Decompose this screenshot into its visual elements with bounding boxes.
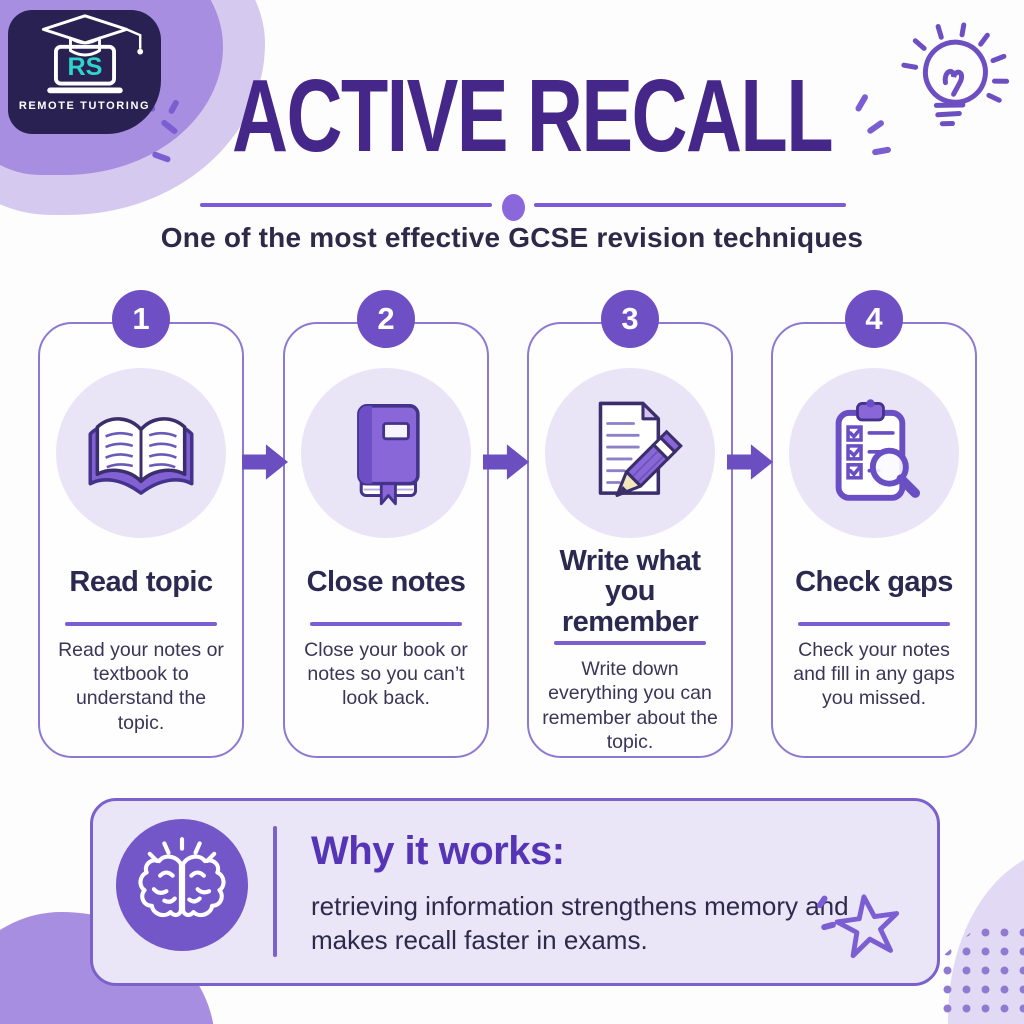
- arrow-right-icon: [483, 444, 529, 480]
- dot-grid-pattern: [933, 918, 1024, 1018]
- title-divider-left: [200, 203, 492, 207]
- step-number-badge: 4: [845, 290, 903, 348]
- lightbulb-icon: [901, 22, 1010, 127]
- step-card-4: 4 Check gaps Check your notes and fill i…: [771, 290, 977, 758]
- step-title: Read topic: [69, 565, 213, 598]
- header: ACTIVE RECALL: [40, 64, 1024, 167]
- step-description: Close your book or notes so you can’t lo…: [304, 638, 468, 710]
- title-divider-right: [534, 203, 846, 207]
- logo-name: REMOTE TUTORING: [18, 100, 151, 112]
- step-number-badge: 2: [357, 290, 415, 348]
- step-card-2: 2 Close notes Close your book or notes s…: [283, 290, 489, 758]
- step-title: Write what you remember: [559, 545, 701, 638]
- arrow-right-icon: [727, 444, 773, 480]
- step-number-badge: 3: [601, 290, 659, 348]
- open-book-icon: [56, 368, 226, 538]
- step-card-1: 1 Read topic Read your notes or textbook…: [38, 290, 244, 758]
- panel-divider: [273, 826, 277, 957]
- step-card-3: 3 Write what you remember Write down eve…: [527, 290, 733, 758]
- why-body: retrieving information strengthens memor…: [311, 891, 849, 956]
- step-description: Write down everything you can remember a…: [542, 657, 718, 753]
- title-divider-dot: [502, 194, 525, 221]
- why-heading: Why it works:: [311, 829, 565, 873]
- star-icon: [833, 891, 903, 966]
- card-divider: [65, 622, 217, 626]
- page-title: ACTIVE RECALL: [232, 57, 834, 174]
- paper-pencil-icon: [545, 368, 715, 538]
- clipboard-magnifier-icon: [789, 368, 959, 538]
- step-number-badge: 1: [112, 290, 170, 348]
- laptop-graduation-icon: RS: [41, 14, 143, 94]
- logo-badge: RS REMOTE TUTORING: [8, 10, 161, 134]
- why-it-works-panel: Why it works: retrieving information str…: [90, 798, 940, 986]
- closed-notebook-icon: [301, 368, 471, 538]
- step-title: Check gaps: [795, 565, 953, 598]
- logo-initials: RS: [67, 53, 102, 81]
- card-divider: [310, 622, 462, 626]
- step-description: Check your notes and fill in any gaps yo…: [793, 638, 955, 710]
- card-divider: [554, 641, 706, 645]
- brain-icon: [116, 819, 248, 951]
- arrow-right-icon: [242, 444, 288, 480]
- step-title: Close notes: [306, 565, 466, 598]
- step-description: Read your notes or textbook to understan…: [58, 638, 224, 734]
- subtitle: One of the most effective GCSE revision …: [160, 222, 864, 253]
- card-divider: [798, 622, 950, 626]
